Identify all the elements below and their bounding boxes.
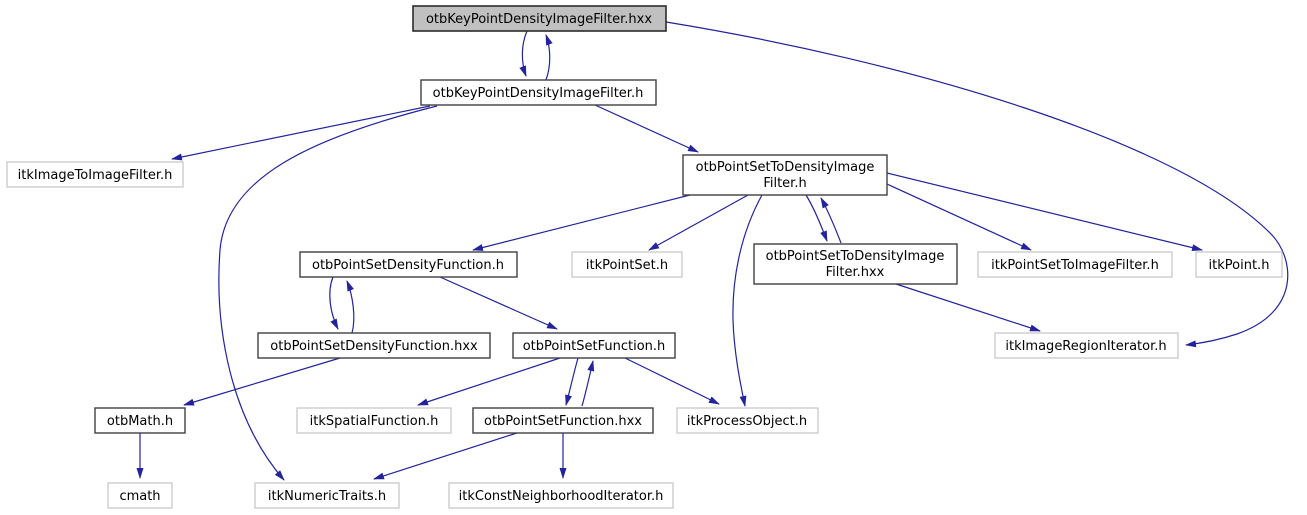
edge-psf-hxx-to-psf-h <box>581 360 595 407</box>
node-otbpointsetfunction-hxx[interactable]: otbPointSetFunction.hxx <box>472 407 654 434</box>
node-label: itkConstNeighborhoodIterator.h <box>459 489 664 504</box>
node-otbkeypointdensityimagefilter-h[interactable]: otbKeyPointDensityImageFilter.h <box>420 79 657 106</box>
node-label: itkImageRegionIterator.h <box>1005 339 1166 354</box>
node-otbkeypointdensityimagefilter-hxx[interactable]: otbKeyPointDensityImageFilter.hxx <box>412 5 667 32</box>
edge-layer <box>136 21 1289 481</box>
node-otbpointsetdensityfunction-h[interactable]: otbPointSetDensityFunction.h <box>299 251 518 278</box>
node-box <box>6 161 184 188</box>
node-box <box>472 407 654 434</box>
edge-hxx-to-h <box>519 30 528 77</box>
node-label: itkPoint.h <box>1209 258 1270 273</box>
node-otbpointsetdensityfunction-hxx[interactable]: otbPointSetDensityFunction.hxx <box>257 332 491 359</box>
node-box <box>299 251 518 278</box>
node-label: otbPointSetDensityFunction.hxx <box>270 339 478 354</box>
node-cmath[interactable]: cmath <box>107 482 173 509</box>
edge-psf-h-to-itkprocessobject <box>624 357 720 405</box>
node-box <box>682 154 888 196</box>
node-label: otbPointSetFunction.hxx <box>484 414 642 429</box>
node-label: itkPointSet.h <box>586 258 668 273</box>
node-label-line2: Filter.h <box>763 176 806 191</box>
edge-psd-h-to-psd-hxx <box>805 194 828 242</box>
node-itkconstneighborhooditerator-h[interactable]: itkConstNeighborhoodIterator.h <box>448 482 674 509</box>
node-label-line2: Filter.hxx <box>826 265 885 280</box>
node-box <box>420 79 657 106</box>
node-itkimageregioniterator-h[interactable]: itkImageRegionIterator.h <box>994 332 1179 359</box>
node-label: otbPointSetDensityFunction.h <box>312 258 504 273</box>
node-label-line1: otbPointSetToDensityImage <box>696 160 875 175</box>
edge-psd-h-to-pointsetdensityfunction-h <box>472 194 691 251</box>
edge-hxx-to-itkimageregioniterator <box>665 21 1289 348</box>
edge-psf-h-to-psf-hxx <box>565 357 579 406</box>
edge-psd-h-to-itkprocessobject <box>732 194 763 407</box>
node-box <box>254 482 400 509</box>
node-otbmath-h[interactable]: otbMath.h <box>94 407 186 434</box>
node-itkpoint-h[interactable]: itkPoint.h <box>1195 251 1283 278</box>
node-label: cmath <box>119 489 160 504</box>
node-box <box>296 407 452 434</box>
node-box <box>512 332 676 359</box>
node-itkprocessobject-h[interactable]: itkProcessObject.h <box>676 407 819 434</box>
node-otbpointsettodensityimagefilter-h[interactable]: otbPointSetToDensityImage Filter.h <box>682 154 888 196</box>
node-box <box>257 332 491 359</box>
edge-psd-hxx-to-psd-h <box>820 197 842 244</box>
edge-psf-hxx-to-itknumerictraits <box>373 431 521 480</box>
node-label: otbPointSetFunction.h <box>523 339 666 354</box>
node-box <box>977 251 1173 278</box>
node-box <box>994 332 1179 359</box>
node-itkpointsettoimagefilter-h[interactable]: itkPointSetToImageFilter.h <box>977 251 1173 278</box>
node-box <box>94 407 186 434</box>
node-itkpointset-h[interactable]: itkPointSet.h <box>571 251 683 278</box>
node-itkimagetoimagefilter-h[interactable]: itkImageToImageFilter.h <box>6 161 184 188</box>
node-box <box>676 407 819 434</box>
node-otbpointsettodensityimagefilter-hxx[interactable]: otbPointSetToDensityImage Filter.hxx <box>753 243 958 285</box>
node-label: otbMath.h <box>107 414 173 429</box>
node-box <box>753 243 958 285</box>
edge-psdf-hxx-to-psdf-h <box>346 280 355 334</box>
node-box <box>1195 251 1283 278</box>
edge-psd-h-to-itkpoint <box>886 172 1203 252</box>
edge-h-to-itkimagetoimagefilter <box>171 105 431 161</box>
node-label: itkPointSetToImageFilter.h <box>991 258 1159 273</box>
node-label: itkImageToImageFilter.h <box>18 168 173 183</box>
edge-psdf-hxx-to-otbmath <box>183 357 341 406</box>
node-box <box>107 482 173 509</box>
node-label: itkProcessObject.h <box>687 414 807 429</box>
node-itknumerictraits-h[interactable]: itkNumericTraits.h <box>254 482 400 509</box>
edge-psdf-h-to-pointsetfunction-h <box>439 276 558 330</box>
node-otbpointsetfunction-h[interactable]: otbPointSetFunction.h <box>512 332 676 359</box>
edge-psd-h-to-itkpointset <box>648 194 749 251</box>
node-label: itkSpatialFunction.h <box>310 414 439 429</box>
edge-psdf-h-to-psdf-hxx <box>329 276 339 330</box>
edge-h-to-pointsettodensityimagefilter-h <box>594 104 699 153</box>
edge-psf-h-to-itkspatialfunction <box>417 357 561 406</box>
edge-psd-h-to-itkpointsettoimagefilter <box>886 183 1032 251</box>
node-box <box>448 482 674 509</box>
node-label: otbKeyPointDensityImageFilter.hxx <box>426 12 652 27</box>
edge-psd-hxx-to-itkimageregioniterator <box>895 283 1041 332</box>
node-label: itkNumericTraits.h <box>268 489 386 504</box>
edge-h-to-itknumerictraits <box>218 105 438 481</box>
node-label-line1: otbPointSetToDensityImage <box>766 249 945 264</box>
node-label: otbKeyPointDensityImageFilter.h <box>433 86 644 101</box>
node-box <box>571 251 683 278</box>
node-itkspatialfunction-h[interactable]: itkSpatialFunction.h <box>296 407 452 434</box>
node-box <box>412 5 667 32</box>
edge-h-to-hxx <box>545 34 553 81</box>
